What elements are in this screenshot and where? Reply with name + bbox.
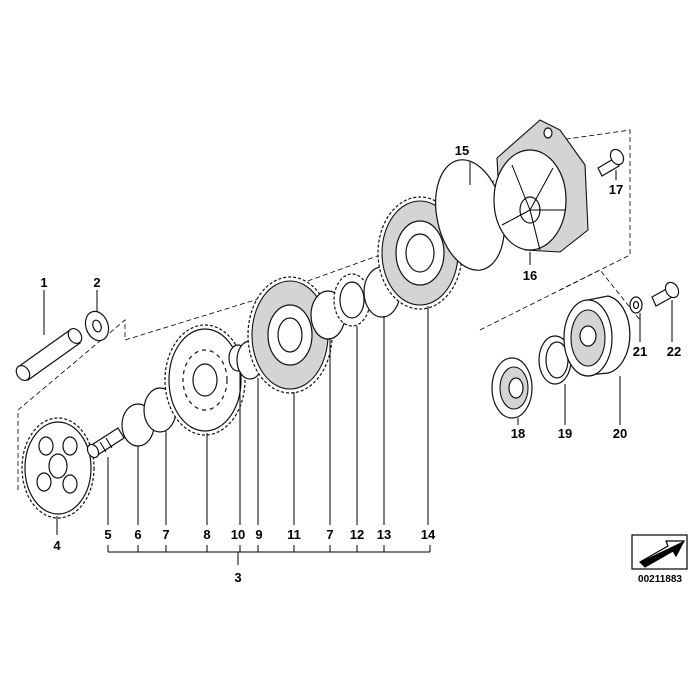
callout-14: 14: [421, 527, 436, 542]
callout-8: 8: [203, 527, 210, 542]
callout-7b: 7: [326, 527, 333, 542]
callout-22: 22: [667, 344, 681, 359]
part-toothed-disc-8: [164, 324, 246, 436]
part-housing-cover-16: [493, 119, 589, 253]
assembly-boundary-cover: [479, 269, 641, 331]
callout-11: 11: [287, 527, 301, 542]
part-bearing-18: [491, 357, 533, 419]
part-washer-21: [629, 296, 643, 314]
callout-5: 5: [104, 527, 111, 542]
callout-16: 16: [523, 268, 537, 283]
part-sprocket: [21, 417, 95, 519]
part-shaft: [15, 327, 83, 382]
callout-20: 20: [613, 426, 627, 441]
part-toothed-plate-11: [247, 276, 333, 394]
part-seal-ring-19: [538, 335, 572, 385]
part-screw-22: [651, 281, 680, 307]
callout-2: 2: [93, 275, 100, 290]
callout-12: 12: [350, 527, 364, 542]
callout-21: 21: [633, 344, 647, 359]
part-pulley-20: [563, 295, 631, 377]
callout-13: 13: [377, 527, 391, 542]
callout-3: 3: [234, 570, 241, 585]
callout-6: 6: [134, 527, 141, 542]
part-bolt-17: [597, 148, 625, 177]
callout-15: 15: [455, 143, 469, 158]
leader-lines: [43, 162, 673, 565]
callout-1: 1: [40, 275, 47, 290]
reference-number: 00211883: [638, 574, 682, 585]
callout-9: 9: [255, 527, 262, 542]
callout-19: 19: [558, 426, 572, 441]
callout-18: 18: [511, 426, 525, 441]
callout-10: 10: [231, 527, 245, 542]
part-washer: [84, 310, 110, 342]
part-stud: [86, 427, 125, 459]
reference-badge: 00211883: [631, 534, 688, 585]
callout-7: 7: [162, 527, 169, 542]
callout-4: 4: [53, 538, 61, 553]
part-bearing-cage-12: [333, 273, 371, 327]
callout-17: 17: [609, 182, 623, 197]
